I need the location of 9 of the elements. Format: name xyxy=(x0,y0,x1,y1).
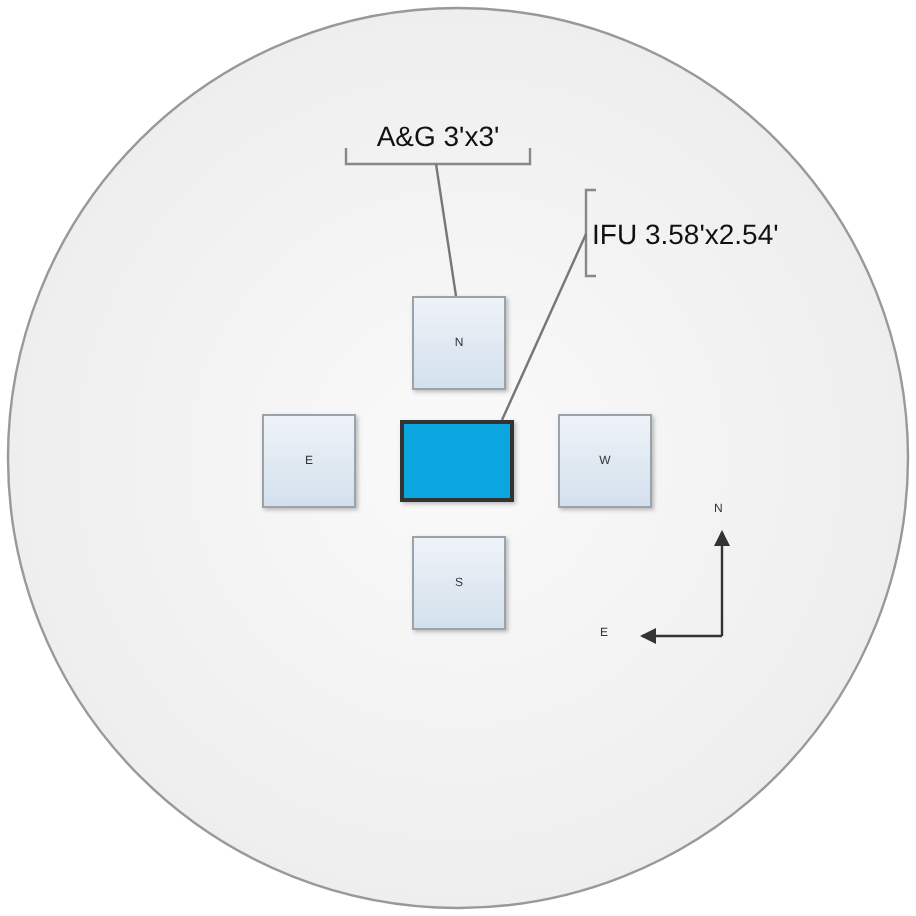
dimension-label: A&G 3'x3' xyxy=(336,108,540,164)
ifu-box xyxy=(400,420,514,502)
probe-box xyxy=(412,536,506,630)
leader-line xyxy=(500,233,588,421)
leader-line xyxy=(434,163,458,297)
probe-box xyxy=(558,414,652,508)
probe-box xyxy=(262,414,356,508)
dimension-label: IFU 3.58'x2.54' xyxy=(592,190,816,276)
probe-box xyxy=(412,296,506,390)
